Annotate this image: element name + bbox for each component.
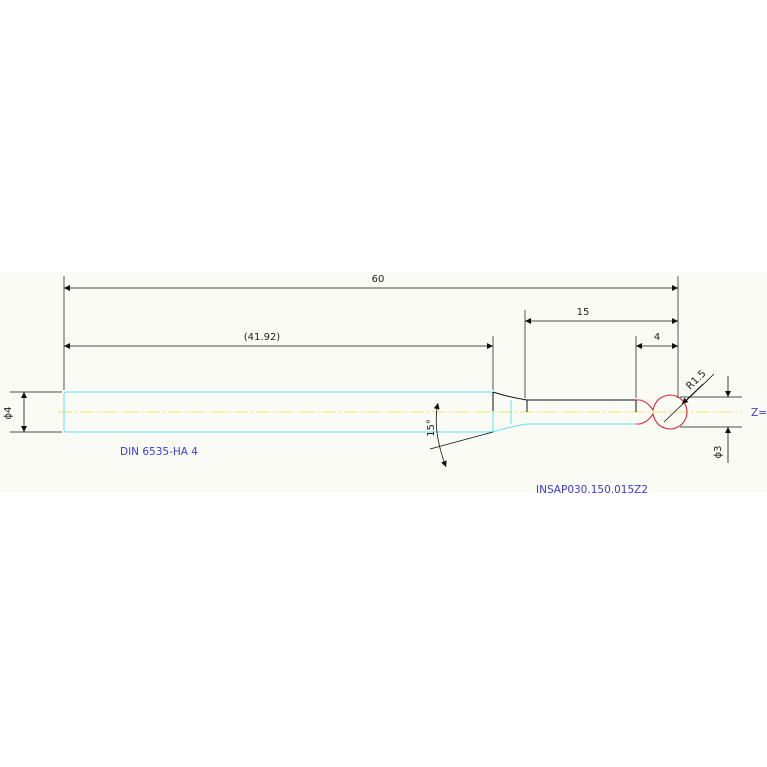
shank-length-dimension: (41.92): [64, 332, 494, 390]
flutes-note: Z=2: [751, 407, 767, 419]
overall-length-dimension: 60: [63, 274, 679, 398]
head-length-dimension: 4: [635, 332, 678, 398]
ball-diameter-label: ϕ3: [713, 446, 724, 459]
shank-standard-note: DIN 6535-HA 4: [120, 446, 198, 458]
shank-diameter-dimension: ϕ4: [3, 391, 62, 433]
ball-diameter-dimension: ϕ3: [680, 376, 742, 463]
shank-length-label: (41.92): [244, 332, 281, 343]
head-length-label: 4: [654, 332, 660, 343]
overall-length-label: 60: [372, 274, 385, 285]
sheet-band: [0, 272, 767, 492]
taper-angle-label: 15°: [426, 419, 437, 437]
shank-diameter-label: ϕ4: [3, 407, 14, 420]
neck-length-label: 15: [577, 307, 590, 318]
taper-angle-dimension: 15°: [426, 402, 494, 468]
neck-outline: [492, 391, 637, 412]
neck-length-dimension: 15: [524, 307, 678, 398]
ball-head: [636, 394, 688, 430]
part-number-note: INSAP030.150.015Z2: [536, 484, 648, 496]
